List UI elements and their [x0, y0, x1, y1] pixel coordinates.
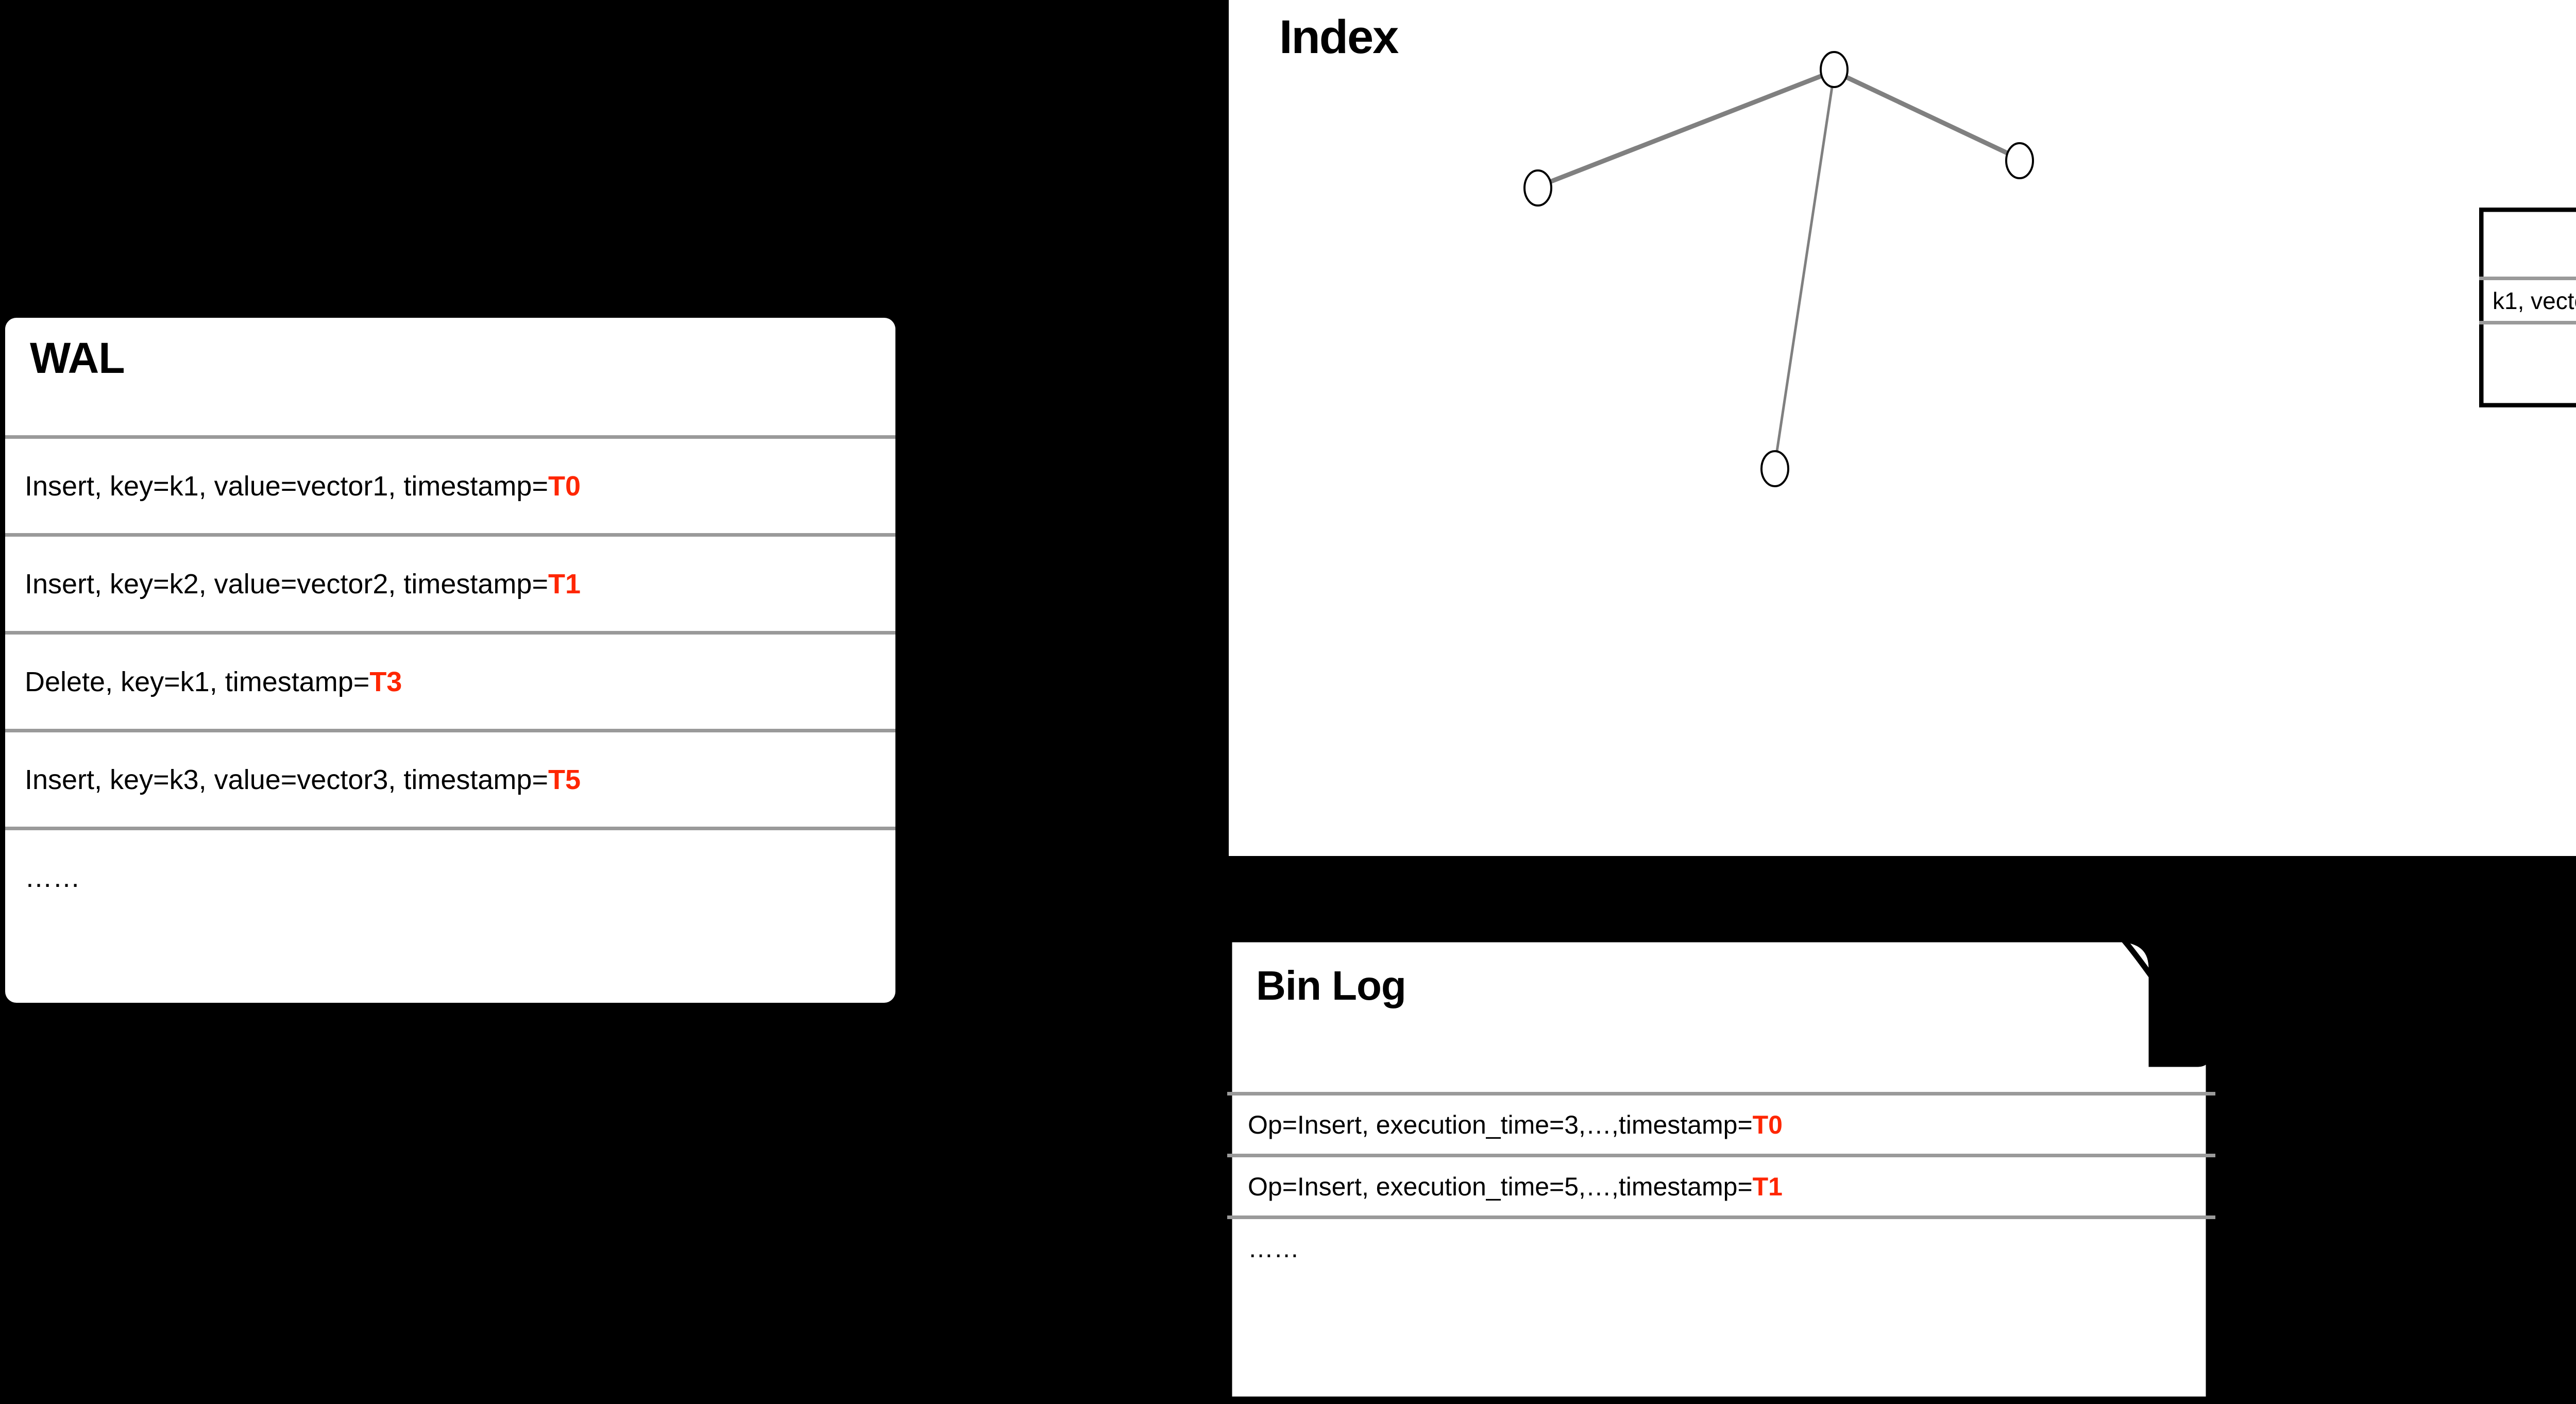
wal-panel: WAL Insert, key=k1, value=vector1, times… [5, 318, 895, 1003]
log-entry-row: k1, vector1, timestamp=T0 [2479, 277, 2576, 321]
log-entry-text: Op=Insert, execution_time=5,…,timestamp=… [1248, 1172, 1783, 1201]
wal-entry-list: Insert, key=k1, value=vector1, timestamp… [5, 435, 895, 924]
tree-edge [1548, 73, 1824, 184]
wal-entry-row: Insert, key=k2, value=vector2, timestamp… [5, 533, 895, 631]
bin-log-panel: Bin Log Op=Insert, execution_time=3,…,ti… [1226, 936, 2215, 1402]
index-title: Index [1279, 11, 1399, 63]
wal-entry-text: Delete, key=k1, timestamp=T3 [25, 666, 402, 697]
index-tree-graph [1523, 51, 2034, 487]
wal-entry-text: Insert, key=k2, value=vector2, timestamp… [25, 568, 581, 600]
index-segment-k1: k1, vector1, timestamp=T0 …… [2479, 207, 2576, 408]
bin-log-title: Bin Log [1256, 963, 1406, 1008]
wal-title: WAL [30, 334, 125, 382]
timestamp-value: T0 [1752, 1110, 1783, 1139]
segment-k1-row-list: k1, vector1, timestamp=T0 …… [2479, 277, 2576, 365]
tree-edge [1775, 84, 1834, 454]
log-entry-row: …… [1227, 1215, 2215, 1277]
log-entry-row: Op=Insert, execution_time=3,…,timestamp=… [1227, 1092, 2215, 1154]
log-entry-text: k1, vector1, timestamp=T0 [2493, 287, 2576, 314]
log-entry-text: …… [1248, 1234, 1299, 1263]
tree-edge [1844, 74, 2010, 156]
index-panel: Index k1, vector1, timestamp=T0 …… …… [1229, 0, 2576, 856]
tree-node-root [1820, 51, 1849, 88]
tree-node-right [2005, 142, 2034, 179]
log-entry-row: …… [2479, 321, 2576, 365]
log-entry-row: Op=Insert, execution_time=5,…,timestamp=… [1227, 1154, 2215, 1215]
wal-entry-text: Insert, key=k1, value=vector1, timestamp… [25, 470, 581, 502]
log-entry-text: Op=Insert, execution_time=3,…,timestamp=… [1248, 1110, 1783, 1139]
timestamp-value: T1 [548, 568, 581, 600]
wal-entry-row: Insert, key=k1, value=vector1, timestamp… [5, 435, 895, 533]
tree-node-left [1523, 169, 1552, 207]
timestamp-value: T3 [369, 666, 402, 697]
folded-page-shape-icon [2479, 207, 2576, 408]
timestamp-value: T1 [1752, 1172, 1783, 1201]
wal-entry-row: …… [5, 827, 895, 924]
timestamp-value: T0 [548, 470, 581, 502]
wal-entry-row: Delete, key=k1, timestamp=T3 [5, 631, 895, 729]
tree-node-bottom [1760, 450, 1789, 487]
wal-entry-text: …… [25, 862, 80, 893]
bin-log-row-list: Op=Insert, execution_time=3,…,timestamp=… [1227, 1092, 2215, 1277]
wal-entry-text: Insert, key=k3, value=vector3, timestamp… [25, 764, 581, 795]
timestamp-value: T5 [548, 764, 581, 795]
folded-page-shape-icon [1226, 936, 2215, 1402]
wal-entry-row: Insert, key=k3, value=vector3, timestamp… [5, 729, 895, 827]
